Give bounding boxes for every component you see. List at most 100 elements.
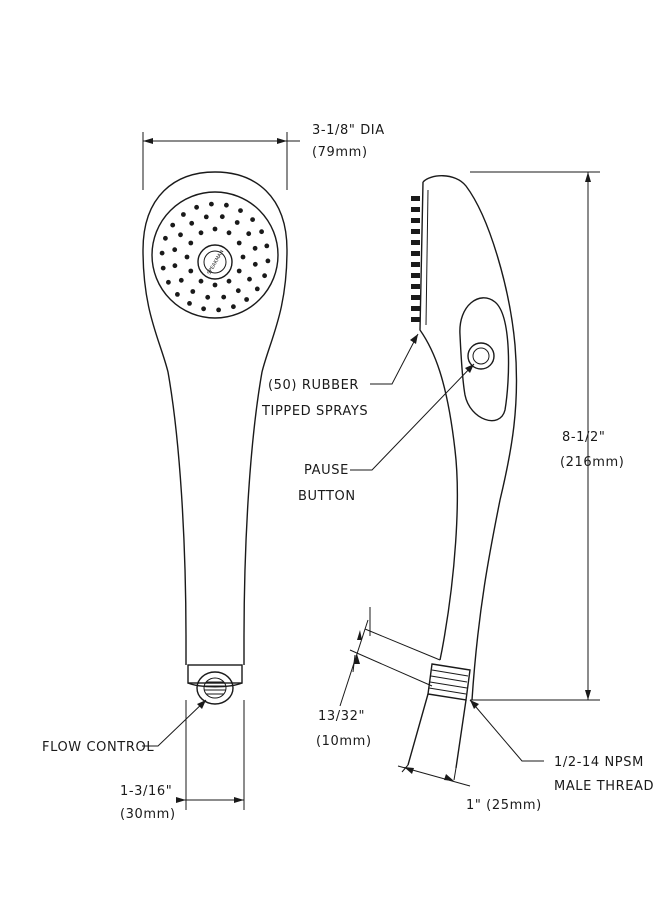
spray-hole	[212, 282, 218, 288]
spray-hole	[170, 222, 176, 228]
flow-control-callout: FLOW CONTROL	[42, 699, 207, 755]
side-nozzle	[411, 273, 420, 278]
spray-hole	[219, 214, 225, 220]
spray-hole	[216, 307, 222, 313]
neck-width-label: 1" (25mm)	[466, 798, 542, 813]
thread-callout: 1/2-14 NPSM MALE THREAD	[469, 699, 654, 794]
spray-hole	[236, 240, 242, 246]
spray-hole	[234, 220, 240, 225]
spray-hole	[254, 286, 260, 292]
flow-control-label: FLOW CONTROL	[42, 740, 154, 755]
front-body-outline	[142, 171, 288, 665]
pause-callout: PAUSE BUTTON	[298, 363, 475, 504]
spray-hole	[160, 265, 166, 271]
spray-hole	[240, 254, 246, 260]
spray-hole	[159, 250, 165, 256]
spray-hole	[236, 268, 242, 274]
spray-hole	[189, 220, 195, 226]
spray-hole	[209, 201, 214, 207]
flow-control-inner	[203, 677, 227, 699]
spray-hole	[178, 277, 184, 283]
spray-hole	[190, 289, 196, 294]
thread-lines	[428, 669, 469, 695]
height-dimension: 8-1/2" (216mm)	[470, 171, 624, 701]
front-view: SPEAKMAN	[142, 171, 288, 705]
spray-hole	[198, 230, 204, 236]
side-nozzle	[411, 317, 420, 322]
spray-hole	[205, 294, 211, 300]
side-nozzles	[411, 196, 420, 322]
side-view	[407, 175, 518, 769]
pause-label: PAUSE	[304, 463, 349, 478]
side-nozzle	[411, 207, 420, 212]
spray-hole	[181, 212, 186, 217]
side-nozzle	[411, 240, 420, 245]
spray-hole	[221, 294, 227, 300]
pause-label-2: BUTTON	[298, 489, 356, 504]
side-body-outline	[419, 175, 518, 701]
connector-body	[187, 664, 243, 684]
flow-control-threads	[204, 681, 226, 695]
connector-bottom	[187, 682, 243, 688]
sprays-label: (50) RUBBER	[268, 378, 359, 393]
spray-hole	[201, 306, 207, 312]
side-nozzle	[411, 306, 420, 311]
side-nozzle	[411, 251, 420, 256]
spray-hole	[188, 268, 194, 274]
side-nozzle	[411, 218, 420, 223]
pause-button-inner	[472, 347, 490, 365]
spray-face-strip	[425, 189, 429, 326]
spray-hole	[231, 304, 236, 310]
spray-hole	[226, 278, 232, 284]
side-nozzle	[411, 229, 420, 234]
neck-width-dimension: 1" (25mm)	[397, 764, 542, 813]
spray-hole	[247, 276, 252, 282]
thread-length-label-mm: (10mm)	[316, 734, 372, 749]
sprays-callout: (50) RUBBER TIPPED SPRAYS	[261, 333, 419, 419]
spray-hole	[252, 261, 258, 267]
connector-label-mm: (30mm)	[120, 807, 176, 822]
side-nozzle	[411, 284, 420, 289]
spray-hole	[163, 235, 168, 241]
thread-label-2: MALE THREAD	[554, 779, 654, 794]
spray-hole	[194, 204, 200, 210]
connector-label: 1-3/16"	[120, 784, 172, 799]
pause-button-pod	[459, 297, 510, 422]
height-label-mm: (216mm)	[560, 455, 624, 470]
thread-section	[427, 663, 471, 701]
side-connector	[407, 693, 467, 769]
spray-hole	[172, 247, 178, 253]
spray-hole	[265, 258, 271, 264]
spray-hole	[224, 202, 229, 208]
spray-hole	[252, 245, 258, 251]
spray-hole	[184, 254, 190, 260]
thread-label: 1/2-14 NPSM	[554, 755, 644, 770]
spray-hole	[212, 226, 218, 232]
logo-disc-inner	[203, 250, 227, 274]
logo-disc	[197, 244, 233, 280]
spray-hole	[262, 273, 267, 279]
diameter-label: 3-1/8" DIA	[312, 123, 385, 138]
sprays-label-2: TIPPED SPRAYS	[261, 404, 368, 419]
spray-holes	[159, 201, 271, 313]
side-nozzle	[411, 295, 420, 300]
spray-hole	[264, 243, 270, 249]
spray-face	[151, 191, 279, 319]
spray-hole	[203, 214, 209, 220]
side-nozzle	[411, 196, 420, 201]
spray-hole	[188, 240, 194, 246]
spray-hole	[238, 208, 243, 214]
thread-length-dimension: 13/32" (10mm)	[316, 607, 441, 749]
flow-control-outer	[196, 671, 234, 705]
connector-dimension: 1-3/16" (30mm)	[120, 700, 245, 822]
spray-hole	[178, 232, 183, 238]
spray-hole	[166, 279, 171, 285]
spray-hole	[250, 217, 256, 223]
spray-hole	[226, 230, 232, 236]
spray-hole	[259, 229, 264, 235]
spray-hole	[198, 278, 204, 284]
spray-hole	[187, 301, 192, 306]
side-nozzle	[411, 262, 420, 267]
spray-hole	[172, 263, 178, 269]
